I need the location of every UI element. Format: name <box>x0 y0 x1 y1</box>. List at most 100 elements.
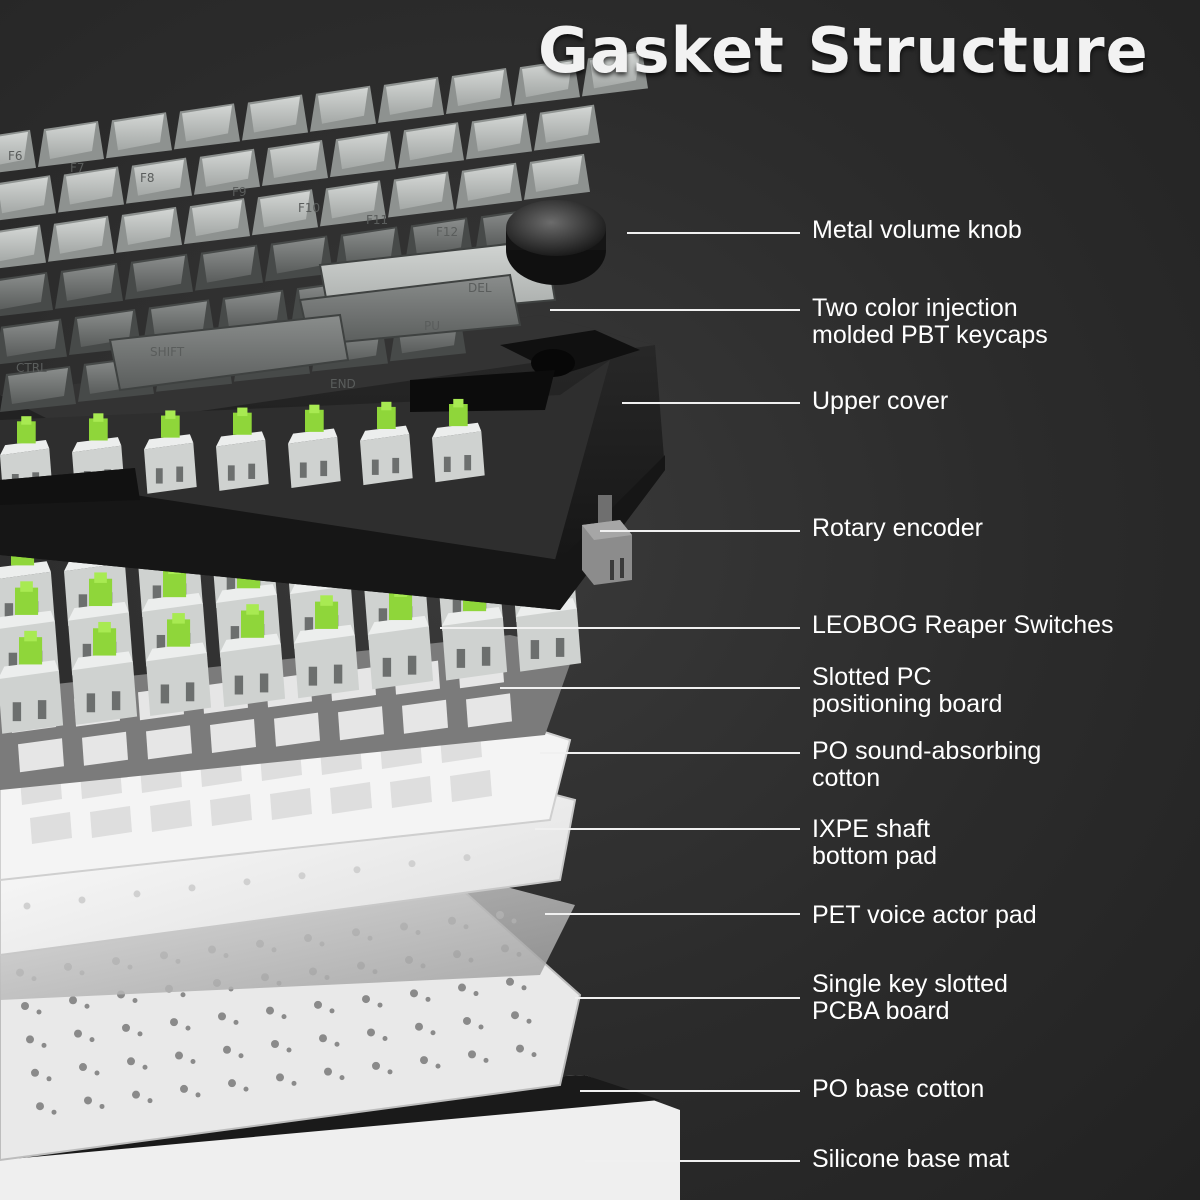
keycap <box>126 157 192 204</box>
keycap <box>194 148 260 195</box>
reaper-switch <box>288 404 341 488</box>
keycap-legend: SHIFT <box>150 345 185 359</box>
keycap <box>242 94 308 141</box>
label-encoder-line: Rotary encoder <box>812 514 983 542</box>
keycap <box>524 153 590 200</box>
keycap <box>184 198 250 245</box>
reaper-switch <box>144 410 197 494</box>
keycap-legend: DEL <box>468 281 492 295</box>
keycap <box>0 129 36 173</box>
reaper-switch <box>294 595 360 699</box>
reaper-switch <box>0 630 64 734</box>
keycap-legend: F11 <box>366 213 388 227</box>
leader-line-encoder <box>600 530 800 532</box>
leader-line-silicone <box>585 1160 800 1162</box>
keycap <box>0 224 46 269</box>
leader-line-base-cotton <box>580 1090 800 1092</box>
keycap-legend: F6 <box>8 149 23 163</box>
label-pc-board-line: positioning board <box>812 690 1003 718</box>
keycap-legend: CTRL <box>16 361 47 375</box>
keycap <box>116 206 182 253</box>
keycap-legend: F8 <box>140 171 155 185</box>
label-switches: LEOBOG Reaper Switches <box>812 612 1114 639</box>
label-pc-board-line: Slotted PC <box>812 663 932 691</box>
label-keycaps-line: Two color injection <box>812 294 1018 322</box>
keycap <box>582 50 648 97</box>
leader-line-po-cotton <box>540 752 800 754</box>
keycap <box>310 85 376 132</box>
leader-line-pet <box>545 913 800 915</box>
keycap <box>262 139 328 186</box>
label-base-cotton: PO base cotton <box>812 1076 984 1103</box>
keycap <box>330 131 396 178</box>
keycap <box>466 113 532 160</box>
keycap <box>320 180 386 227</box>
label-encoder: Rotary encoder <box>812 515 983 542</box>
reaper-switch <box>72 621 138 725</box>
keycap <box>388 171 454 218</box>
keycap <box>0 366 76 412</box>
keycap <box>38 121 104 168</box>
keycap <box>398 122 464 169</box>
upper-cover-rim <box>0 455 665 610</box>
label-upper-cover-line: Upper cover <box>812 387 949 415</box>
keycap-wide <box>108 313 350 392</box>
label-silicone: Silicone base mat <box>812 1146 1009 1173</box>
reaper-switch <box>360 401 413 486</box>
keycap <box>534 104 600 151</box>
leader-line-upper-cover <box>622 402 800 404</box>
leader-line-knob <box>627 232 800 234</box>
label-knob-line: Metal volume knob <box>812 216 1022 244</box>
reaper-switch <box>432 398 485 483</box>
keycap <box>446 68 512 115</box>
label-silicone-line: Silicone base mat <box>812 1145 1010 1173</box>
keycap <box>0 175 56 221</box>
label-keycaps-line: molded PBT keycaps <box>812 321 1048 349</box>
keycap <box>0 318 67 365</box>
label-pcba-line: PCBA board <box>812 997 950 1025</box>
reaper-switch <box>220 604 286 708</box>
label-knob: Metal volume knob <box>812 217 1022 244</box>
keycap <box>48 215 114 262</box>
keycap <box>378 76 444 123</box>
label-ixpe-line: bottom pad <box>812 842 938 870</box>
leader-line-pc-board <box>500 687 800 689</box>
keycap-legend: F7 <box>70 161 85 175</box>
keycap <box>106 112 172 159</box>
keycap <box>514 59 580 106</box>
metal-volume-knob <box>506 200 606 285</box>
keycap <box>0 271 53 317</box>
label-pet-line: PET voice actor pad <box>812 901 1037 929</box>
keycap <box>456 162 522 209</box>
reaper-switch <box>216 407 269 491</box>
keycap <box>55 262 123 309</box>
label-ixpe-line: IXPE shaft <box>812 815 931 843</box>
leader-line-keycaps <box>550 309 800 311</box>
page-title: Gasket Structure <box>538 14 1149 87</box>
label-po-cotton-line: cotton <box>812 764 881 792</box>
keycap-legend: END <box>330 377 356 391</box>
label-upper-cover: Upper cover <box>812 388 948 415</box>
leader-line-switches <box>440 627 800 629</box>
keycap <box>265 235 333 282</box>
keycap <box>252 189 318 236</box>
keycap <box>195 244 263 291</box>
keycap <box>58 166 124 213</box>
label-pcba-line: Single key slotted <box>812 970 1008 998</box>
keycap-legend: F10 <box>298 201 320 215</box>
keycap-legend: PU <box>424 319 440 333</box>
label-base-cotton-line: PO base cotton <box>812 1075 985 1103</box>
leader-line-pcba <box>575 997 800 999</box>
label-switches-line: LEOBOG Reaper Switches <box>812 611 1114 639</box>
label-po-cotton-line: PO sound-absorbing <box>812 737 1042 765</box>
keycap-legend: F12 <box>436 225 458 239</box>
keycap-legend: F9 <box>232 185 247 199</box>
keycap <box>125 253 193 300</box>
keycap <box>174 103 240 150</box>
